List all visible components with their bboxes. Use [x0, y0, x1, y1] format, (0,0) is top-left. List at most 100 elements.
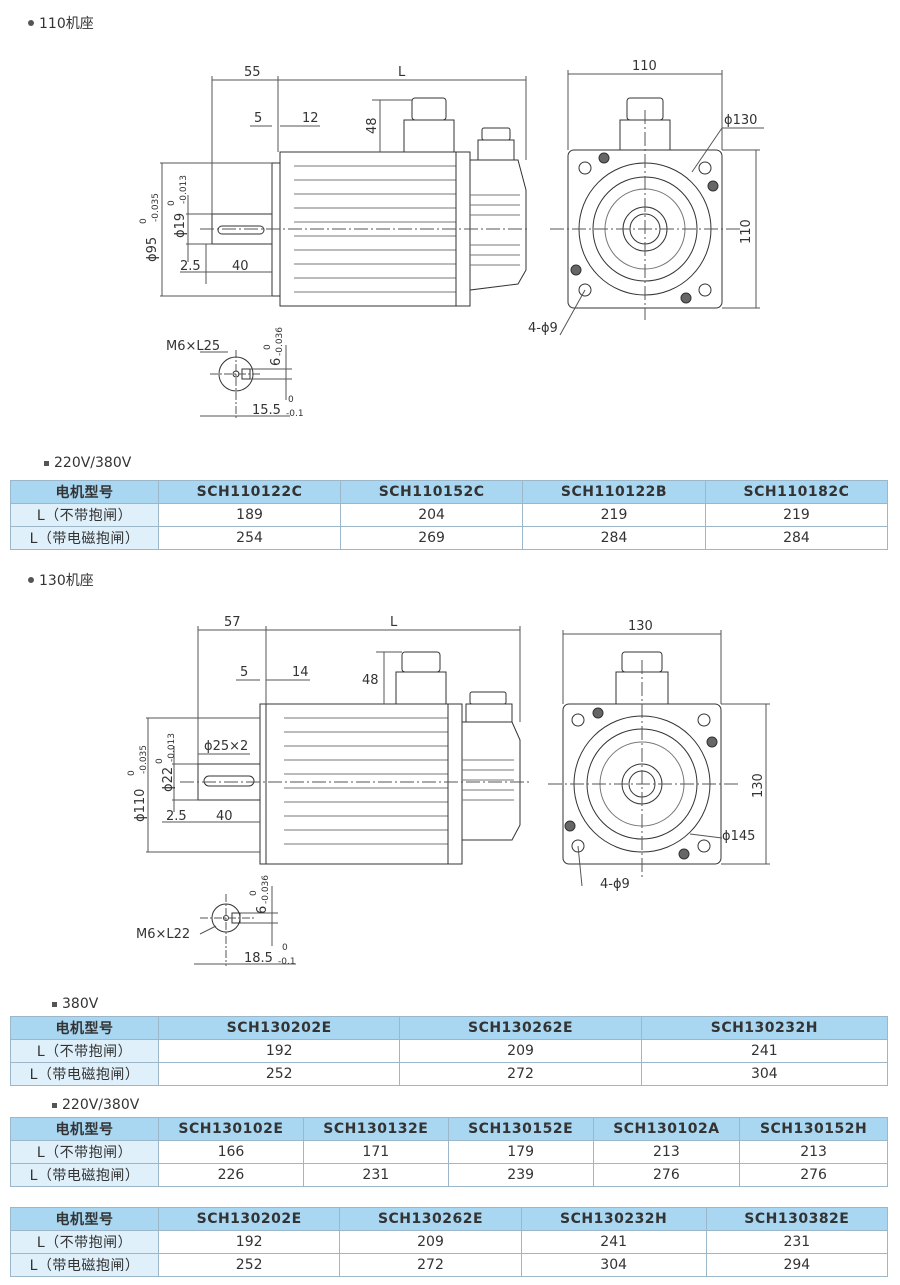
model-cell: SCH130152H — [739, 1117, 888, 1141]
section-title-130-text: 130机座 — [39, 573, 94, 589]
dim-40-130: 40 — [216, 809, 233, 824]
dim-40-110: 40 — [232, 259, 249, 274]
value-cell: 272 — [399, 1062, 642, 1086]
bullet-square — [52, 1102, 57, 1108]
model-cell: SCH130232H — [640, 1016, 889, 1040]
dim-phi95-tol0: 0 — [139, 218, 149, 224]
value-cell: 204 — [340, 503, 524, 527]
dim-phi110-tol: -0.035 — [139, 745, 149, 774]
table-row: L（不带抱闸） 192 209 241 — [10, 1039, 889, 1063]
dim-14: 14 — [292, 665, 309, 680]
dim-phi110: ϕ110 — [133, 789, 148, 822]
section-title-110: 110机座 — [28, 13, 94, 33]
value-cell: 231 — [302, 1163, 449, 1187]
dim-phi25x2: ϕ25×2 — [204, 739, 248, 754]
dim-phi145: ϕ145 — [722, 829, 755, 844]
model-cell: SCH130102E — [158, 1117, 304, 1141]
dim-phi22-tol: -0.013 — [167, 733, 177, 762]
table-row: L（带电磁抱闸） 254 269 284 284 — [10, 526, 889, 550]
motor-body-130 — [265, 703, 463, 865]
voltage-label-110: 220V/380V — [44, 455, 131, 471]
dim-110-width: 110 — [632, 59, 657, 74]
table-row: L（带电磁抱闸） 226 231 239 276 276 — [10, 1163, 888, 1187]
value-cell: 254 — [157, 526, 342, 550]
value-cell: 284 — [522, 526, 706, 550]
value-cell: 252 — [157, 1253, 341, 1277]
spec-table-130b: 电机型号 SCH130102E SCH130132E SCH130152E SC… — [10, 1117, 888, 1187]
dim-6-tol0-130: 0 — [249, 890, 259, 896]
model-cell: SCH130202E — [157, 1016, 401, 1040]
value-cell: 192 — [157, 1230, 341, 1254]
section-title-110-text: 110机座 — [39, 16, 94, 32]
value-cell: 284 — [704, 526, 889, 550]
table-header-label: 电机型号 — [10, 1016, 159, 1040]
model-cell: SCH130102A — [592, 1117, 741, 1141]
dim-18-5-tol: -0.1 — [278, 957, 296, 967]
row-label-brake: L（带电磁抱闸） — [10, 1163, 159, 1187]
dim-phi22: ϕ22 — [161, 767, 176, 792]
table-header-row: 电机型号 SCH130202E SCH130262E SCH130232H — [10, 1016, 889, 1040]
dim-m6-l22: M6×L22 — [136, 927, 190, 942]
dim-15-5-tol0: 0 — [288, 395, 294, 405]
value-cell: 304 — [640, 1062, 889, 1086]
value-cell: 269 — [340, 526, 524, 550]
model-cell: SCH110122C — [157, 480, 342, 504]
table-header-row: 电机型号 SCH130102E SCH130132E SCH130152E SC… — [10, 1117, 888, 1141]
dim-48-130: 48 — [362, 673, 379, 688]
model-cell: SCH130262E — [399, 1016, 642, 1040]
dim-6-tol-130: -0.036 — [261, 875, 271, 904]
dim-phi19-tol: -0.013 — [179, 175, 189, 204]
table-row: L（不带抱闸） 192 209 241 231 — [10, 1230, 889, 1254]
dim-phi130: ϕ130 — [724, 113, 757, 128]
value-cell: 171 — [302, 1140, 449, 1164]
voltage-label-110-text: 220V/380V — [54, 455, 132, 471]
dim-4-phi9-110: 4-ϕ9 — [528, 321, 558, 336]
value-cell: 213 — [739, 1140, 888, 1164]
table-row: L（带电磁抱闸） 252 272 304 — [10, 1062, 889, 1086]
dim-110-height: 110 — [739, 219, 754, 244]
value-cell: 219 — [704, 503, 889, 527]
bullet-dot — [28, 577, 34, 583]
dim-12: 12 — [302, 111, 319, 126]
model-cell: SCH110122B — [522, 480, 706, 504]
value-cell: 219 — [522, 503, 706, 527]
row-label-brake: L（带电磁抱闸） — [10, 526, 159, 550]
dim-48-110: 48 — [365, 117, 380, 134]
bullet-square — [52, 1001, 57, 1007]
value-cell: 252 — [157, 1062, 401, 1086]
model-cell: SCH130382E — [705, 1207, 889, 1231]
dim-phi110-tol0: 0 — [127, 770, 137, 776]
table-header-row: 电机型号 SCH130202E SCH130262E SCH130232H SC… — [10, 1207, 889, 1231]
row-label-brake: L（带电磁抱闸） — [10, 1062, 159, 1086]
value-cell: 192 — [157, 1039, 401, 1063]
dim-6-130: 6 — [255, 906, 270, 914]
model-cell: SCH130202E — [157, 1207, 341, 1231]
table-header-label: 电机型号 — [10, 1117, 159, 1141]
value-cell: 166 — [158, 1140, 304, 1164]
value-cell: 272 — [339, 1253, 522, 1277]
dim-15-5-tol: -0.1 — [286, 409, 304, 419]
dim-phi19: ϕ19 — [173, 213, 188, 238]
value-cell: 241 — [640, 1039, 889, 1063]
dim-phi19-tol0: 0 — [167, 200, 177, 206]
value-cell: 276 — [739, 1163, 888, 1187]
dim-6-110: 6 — [269, 358, 284, 366]
table-row: L（不带抱闸） 189 204 219 219 — [10, 503, 889, 527]
table-header-row: 电机型号 SCH110122C SCH110152C SCH110122B SC… — [10, 480, 889, 504]
value-cell: 209 — [399, 1039, 642, 1063]
dim-phi95: ϕ95 — [145, 237, 160, 262]
voltage-label-130b-text: 220V/380V — [62, 1097, 140, 1113]
dim-L-130: L — [390, 615, 398, 630]
value-cell: 209 — [339, 1230, 522, 1254]
value-cell: 231 — [705, 1230, 889, 1254]
model-cell: SCH130232H — [520, 1207, 707, 1231]
dim-6-tol0-110: 0 — [263, 344, 273, 350]
voltage-label-130a-text: 380V — [62, 996, 99, 1012]
value-cell: 304 — [520, 1253, 707, 1277]
row-label-no-brake: L（不带抱闸） — [10, 1140, 159, 1164]
model-cell: SCH130152E — [447, 1117, 594, 1141]
dim-phi95-tol: -0.035 — [151, 193, 161, 222]
dim-18-5: 18.5 — [244, 951, 273, 966]
dim-130-width: 130 — [628, 619, 653, 634]
spec-table-110: 电机型号 SCH110122C SCH110152C SCH110122B SC… — [10, 480, 889, 550]
